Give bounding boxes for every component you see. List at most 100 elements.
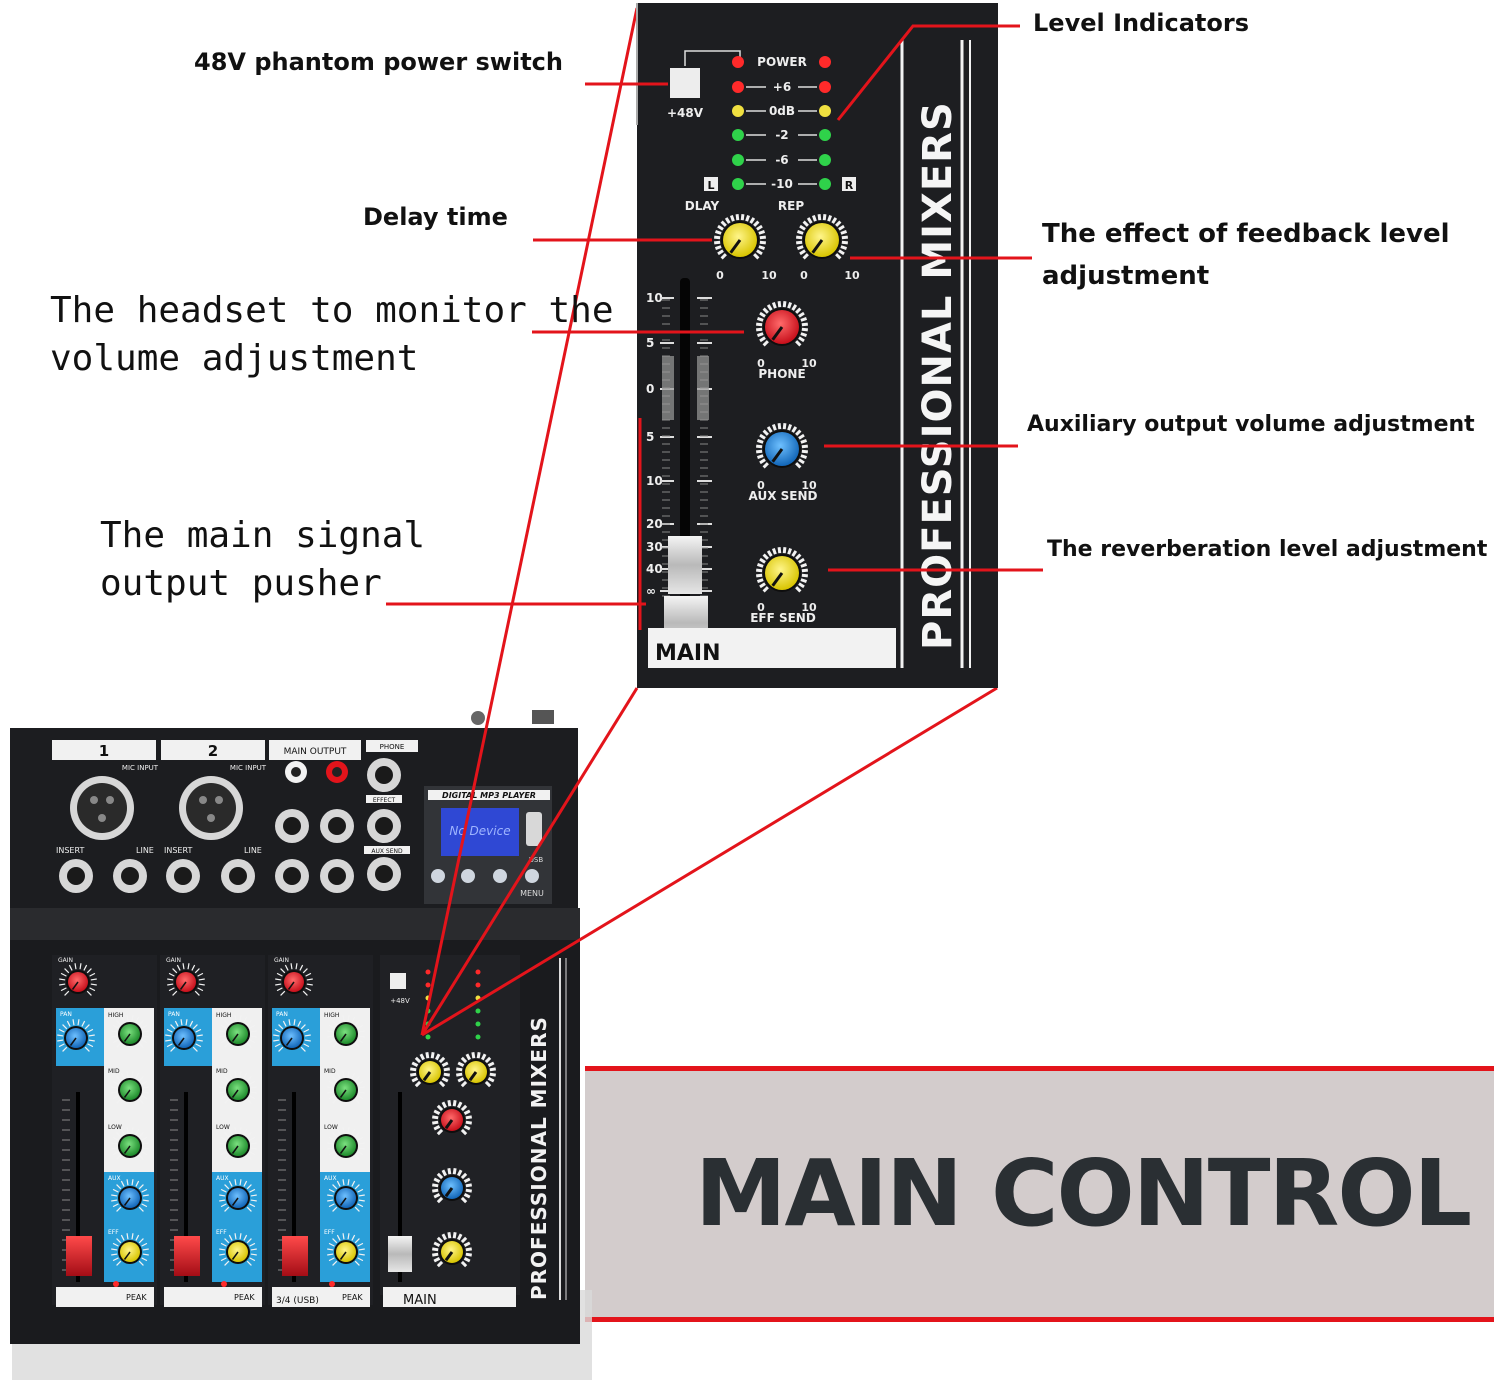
eq-knob[interactable]	[327, 1071, 365, 1104]
fader-scale-label: 30	[646, 540, 663, 554]
pan-knob[interactable]	[165, 1019, 203, 1052]
detail-main-fader-upper[interactable]	[668, 536, 702, 594]
mixer-vertical-title: PROFESSIONAL MIXERS	[527, 1016, 551, 1300]
gain-knob[interactable]	[275, 963, 313, 996]
meter-label: -2	[775, 128, 788, 142]
eq-label: LOW	[216, 1124, 230, 1131]
pan-label: PAN	[276, 1011, 288, 1018]
eq-label: LOW	[108, 1124, 122, 1131]
callout-phantom: 48V phantom power switch	[194, 48, 563, 76]
delay-time-knob[interactable]	[713, 213, 767, 260]
xlr-input-2[interactable]	[179, 776, 243, 840]
fader-scale-label: 5	[646, 430, 654, 444]
aux-knob[interactable]	[111, 1179, 149, 1212]
eff-knob[interactable]	[111, 1233, 149, 1266]
led-right	[819, 129, 831, 141]
next-button[interactable]	[461, 869, 475, 883]
gain-label: GAIN	[166, 957, 181, 964]
insert-label-2: INSERT	[164, 846, 192, 855]
channel-fader[interactable]	[66, 1236, 92, 1276]
aux-knob[interactable]	[327, 1179, 365, 1212]
detail-vertical-title: PROFESSIONAL MIXERS	[915, 101, 961, 650]
mic-input-label-1: MIC INPUT	[122, 764, 159, 772]
channel-fader[interactable]	[282, 1236, 308, 1276]
knob-scale-label: 10	[844, 269, 860, 282]
callout-feedback: The effect of feedback level adjustment	[1042, 213, 1450, 297]
detail-phantom-label: +48V	[667, 106, 704, 120]
gain-label: GAIN	[274, 957, 289, 964]
feedback-level-knob[interactable]	[795, 213, 849, 260]
mixer-phone-knob[interactable]	[432, 1100, 472, 1136]
led-left	[732, 56, 744, 68]
fader-scale-label: 5	[646, 336, 654, 350]
channel-strips: GAIN PAN HIGH MID LOW AUX EFF PEAK GAIN PAN HIGH MI…	[52, 955, 373, 1307]
aux-knob[interactable]	[219, 1179, 257, 1212]
menu-label: MENU	[520, 889, 544, 898]
mp3-display	[441, 808, 519, 856]
eq-knob[interactable]	[219, 1071, 257, 1104]
mp3-player-title: DIGITAL MP3 PLAYER	[442, 791, 536, 800]
led-left	[732, 105, 744, 117]
meter-label: -6	[775, 153, 788, 167]
eq-knob[interactable]	[219, 1015, 257, 1048]
pan-knob[interactable]	[273, 1019, 311, 1052]
eff-label: EFF	[324, 1229, 335, 1236]
eq-label: HIGH	[324, 1012, 339, 1019]
detail-phantom-switch[interactable]	[670, 68, 700, 98]
jack-row[interactable]	[59, 758, 401, 893]
knob-scale-label: 0	[757, 601, 765, 614]
menu-button[interactable]	[525, 869, 539, 883]
pan-label: PAN	[168, 1011, 180, 1018]
peak-label: PEAK	[342, 1293, 363, 1302]
usb-port[interactable]	[526, 812, 542, 846]
pan-knob[interactable]	[57, 1019, 95, 1052]
channel-fader[interactable]	[174, 1236, 200, 1276]
effect-label: EFFECT	[373, 797, 396, 804]
mixer-main-fader[interactable]	[388, 1236, 412, 1272]
eq-label: MID	[216, 1068, 228, 1075]
gain-knob[interactable]	[59, 963, 97, 996]
mixer-eff-knob[interactable]	[432, 1232, 472, 1268]
led-right	[819, 81, 831, 93]
callout-pusher-line1: The main signal	[100, 515, 426, 556]
eq-knob[interactable]	[111, 1127, 149, 1160]
line-label-2: LINE	[244, 846, 262, 855]
gain-knob[interactable]	[167, 963, 205, 996]
insert-label-1: INSERT	[56, 846, 84, 855]
mixer-aux-knob[interactable]	[432, 1168, 472, 1204]
mixer-delay-knob[interactable]	[410, 1052, 450, 1088]
xlr-input-1[interactable]	[70, 776, 134, 840]
mic-input-label-2: MIC INPUT	[230, 764, 267, 772]
eff-send-knob[interactable]	[755, 546, 809, 593]
eq-knob[interactable]	[111, 1015, 149, 1048]
callout-pusher-line2: output pusher	[100, 563, 382, 604]
eff-knob[interactable]	[219, 1233, 257, 1266]
eq-knob[interactable]	[327, 1015, 365, 1048]
prev-button[interactable]	[431, 869, 445, 883]
knob-phone-label: PHONE	[758, 367, 805, 381]
knob-scale-label: 0	[800, 269, 808, 282]
led-right	[819, 154, 831, 166]
fader-scale-label: ∞	[646, 584, 656, 598]
eff-knob[interactable]	[327, 1233, 365, 1266]
mixer-rep-knob[interactable]	[456, 1052, 496, 1088]
knob-scale-label: 10	[801, 357, 817, 370]
mixer-channel-1-label: 1	[99, 742, 109, 760]
aux-send-knob[interactable]	[755, 422, 809, 469]
mixer-main-label: MAIN	[403, 1293, 437, 1308]
knob-scale-label: 10	[761, 269, 777, 282]
aux-label: AUX	[324, 1175, 337, 1182]
play-pause-button[interactable]	[493, 869, 507, 883]
callout-lines	[386, 24, 1043, 630]
eq-knob[interactable]	[327, 1127, 365, 1160]
eq-knob[interactable]	[219, 1127, 257, 1160]
eq-label: HIGH	[216, 1012, 231, 1019]
meter-label: -10	[771, 177, 793, 191]
mixer-phantom-switch[interactable]	[390, 973, 406, 989]
phone-volume-knob[interactable]	[755, 300, 809, 347]
led-left	[732, 81, 744, 93]
eq-label: MID	[324, 1068, 336, 1075]
peak-label: PEAK	[234, 1293, 255, 1302]
eq-knob[interactable]	[111, 1071, 149, 1104]
